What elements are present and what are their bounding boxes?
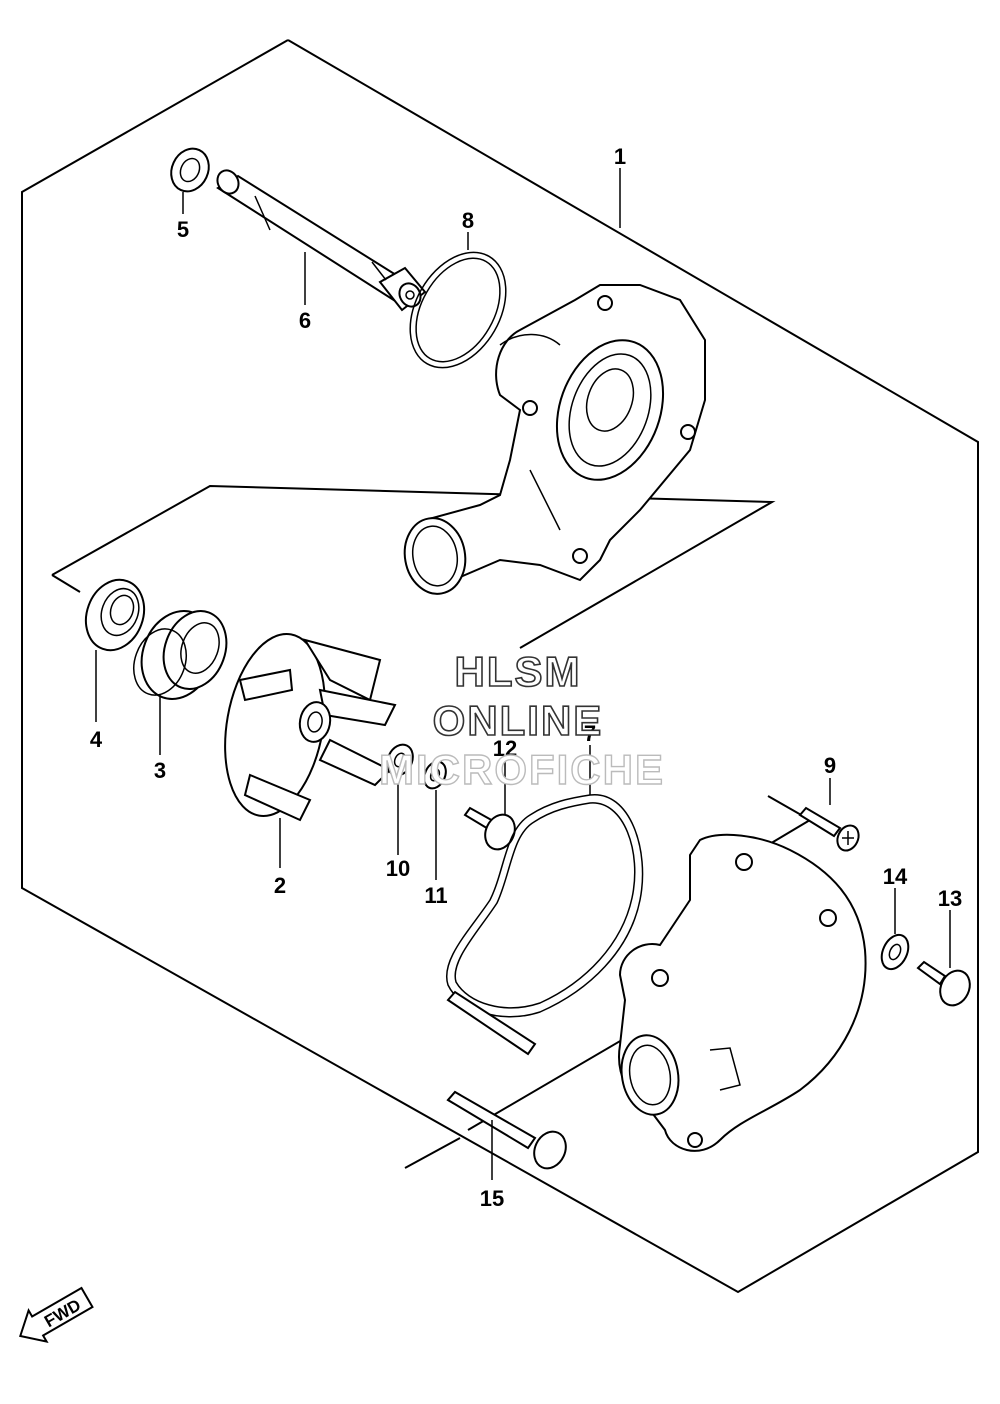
- washer-part-5: [170, 147, 210, 193]
- callout-10: 10: [386, 856, 410, 881]
- fwd-arrow-icon: FWD: [18, 1286, 94, 1344]
- callout-11: 11: [424, 883, 447, 908]
- callout-5: 5: [177, 217, 189, 242]
- callout-9: 9: [824, 753, 836, 778]
- bolt-part-12: [463, 806, 516, 851]
- pump-cover: [618, 833, 867, 1152]
- callouts: 1 8 5 6 4 3 2 10 11 12 7 9 14 13 15: [90, 144, 962, 1211]
- watermark-line-1: HLSM: [455, 648, 582, 695]
- bolt-part-15: [446, 990, 567, 1170]
- callout-15: 15: [480, 1186, 504, 1211]
- callout-14: 14: [883, 864, 908, 889]
- mechanical-seal-part-3: [133, 610, 228, 700]
- callout-4: 4: [90, 727, 103, 752]
- bolt-bracket: [404, 1137, 461, 1169]
- callout-8: 8: [462, 208, 474, 233]
- subassembly-bracket-upper: [51, 484, 776, 649]
- callout-2: 2: [274, 873, 286, 898]
- oil-seal-part-4: [84, 578, 146, 652]
- impeller-part-2: [224, 633, 397, 822]
- cover-bracket: [767, 795, 812, 846]
- leader-lines: [95, 168, 951, 1180]
- washer-part-11: [423, 760, 447, 790]
- assembly-frame: [21, 39, 979, 1294]
- callout-7: 7: [584, 721, 596, 746]
- watermark: HLSM ONLINE MICROFICHE: [378, 647, 665, 794]
- callout-13: 13: [938, 886, 962, 911]
- callout-1: 1: [614, 144, 626, 169]
- bolt-part-13: [916, 960, 971, 1007]
- o-ring-part-8: [409, 251, 507, 369]
- pump-housing-part-1: [403, 284, 706, 595]
- watermark-line-2: ONLINE: [433, 697, 604, 744]
- screw-part-9: [798, 806, 860, 852]
- gasket-part-7: [445, 794, 644, 1018]
- callout-6: 6: [299, 308, 311, 333]
- callout-12: 12: [493, 736, 517, 761]
- washer-part-14: [880, 933, 910, 971]
- shaft-part-6: [216, 169, 427, 312]
- watermark-line-3: MICROFICHE: [379, 746, 665, 793]
- washer-part-10: [386, 743, 414, 777]
- callout-3: 3: [154, 758, 166, 783]
